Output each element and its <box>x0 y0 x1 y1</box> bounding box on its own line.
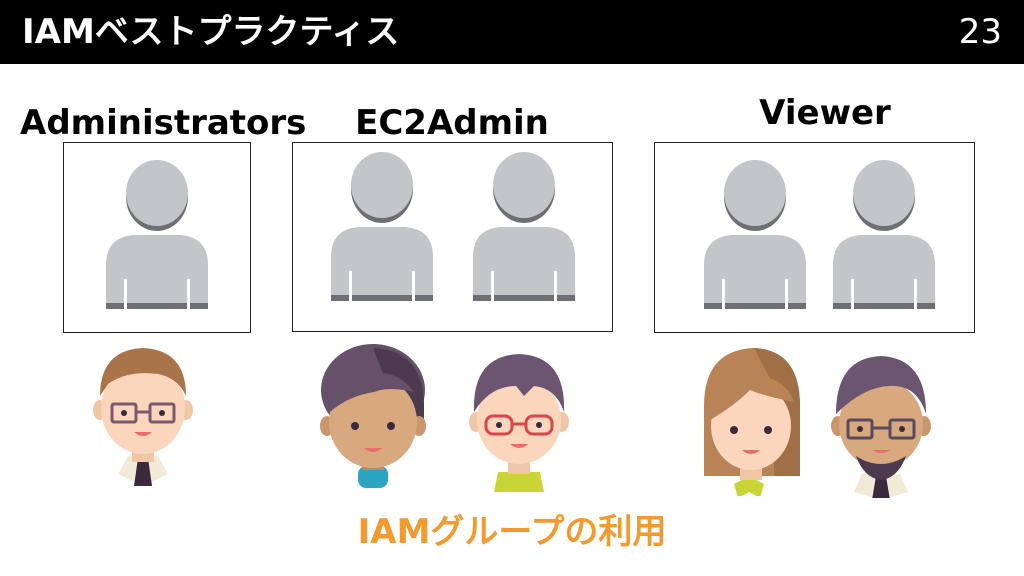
user-silhouette-icon <box>704 160 806 309</box>
group-label-viewer: Viewer <box>759 93 891 133</box>
user-silhouette-icon <box>106 160 208 309</box>
group-box-viewer <box>654 142 975 333</box>
user-silhouette-icon <box>473 152 575 301</box>
group-box-administrators <box>63 142 251 333</box>
group-label-ec2admin: EC2Admin <box>355 103 549 143</box>
slide-header: IAMベストプラクティス 23 <box>0 0 1024 64</box>
group-label-administrators: Administrators <box>20 103 307 143</box>
person-avatar-icon <box>469 354 569 492</box>
person-avatar-icon <box>704 348 800 496</box>
group-box-ec2admin <box>292 142 613 332</box>
person-avatar-icon <box>320 344 426 488</box>
user-silhouette-icon <box>833 160 935 309</box>
person-avatar-icon <box>831 356 931 498</box>
slide-title: IAMベストプラクティス <box>22 12 400 52</box>
page-number: 23 <box>958 12 1002 52</box>
user-silhouette-icon <box>331 152 433 301</box>
slide-caption: IAMグループの利用 <box>357 512 667 552</box>
person-avatar-icon <box>93 348 193 486</box>
